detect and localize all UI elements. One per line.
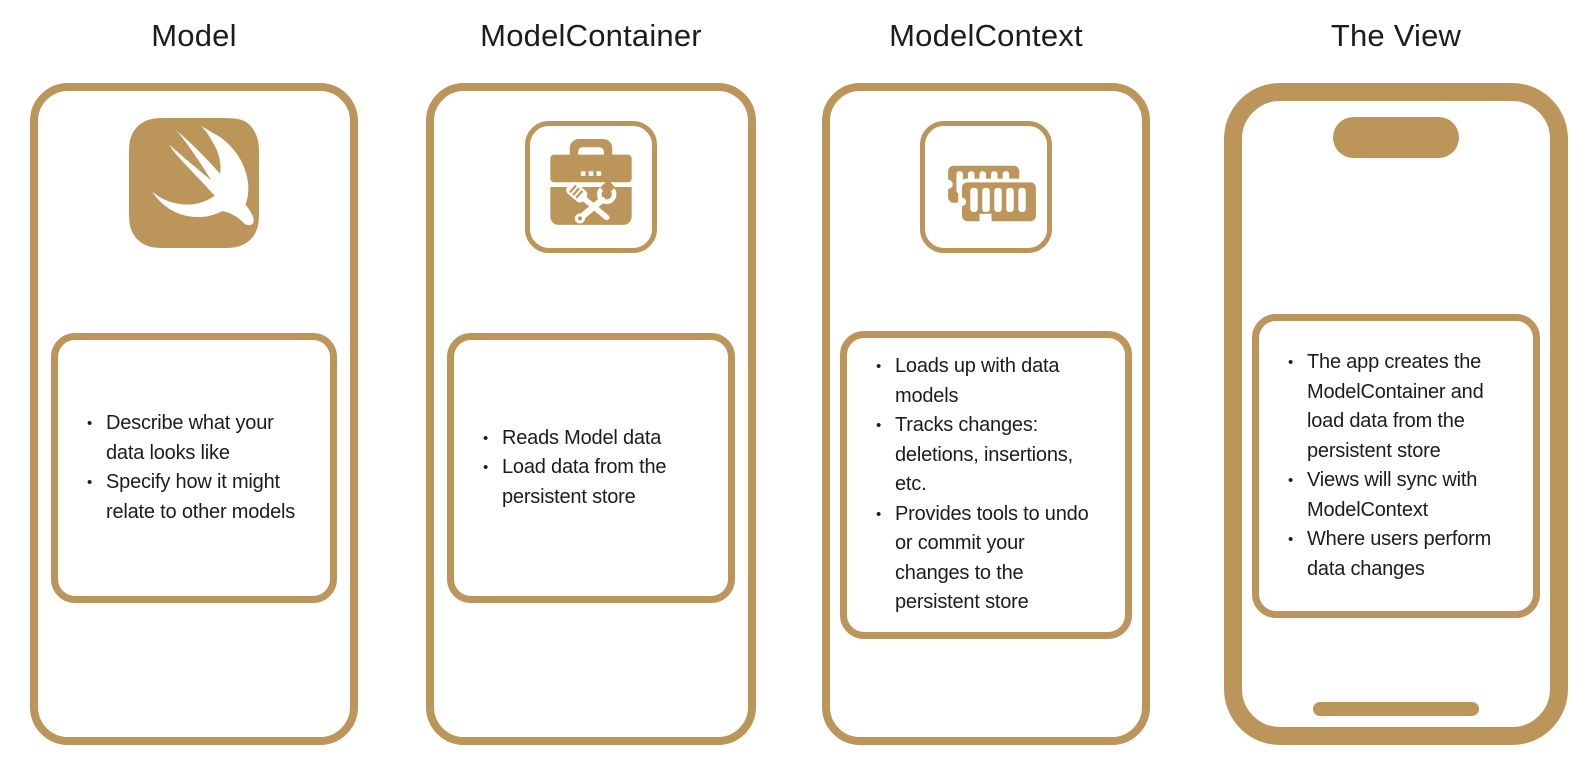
bullet-item: Tracks changes: deletions, insertions, e… xyxy=(873,411,1103,500)
column-title-modelcontainer: ModelContainer xyxy=(480,18,702,53)
bullet-item: Loads up with data models xyxy=(873,352,1103,411)
modelcontainer-card: Reads Model dataLoad data from the persi… xyxy=(426,83,756,745)
bullet-item: Specify how it might relate to other mod… xyxy=(84,468,308,527)
column-title-model: Model xyxy=(151,18,237,53)
view-description-box: The app creates the ModelContainer and l… xyxy=(1252,314,1540,618)
modelcontext-description-box: Loads up with data modelsTracks changes:… xyxy=(840,331,1132,639)
modelcontext-card: Loads up with data modelsTracks changes:… xyxy=(822,83,1150,745)
bullet-item: The app creates the ModelContainer and l… xyxy=(1285,348,1511,466)
column-title-modelcontext: ModelContext xyxy=(889,18,1083,53)
model-description-box: Describe what your data looks likeSpecif… xyxy=(51,333,337,603)
bullet-item: Reads Model data xyxy=(480,424,706,454)
bullet-item: Load data from the persistent store xyxy=(480,453,706,512)
model-card: Describe what your data looks likeSpecif… xyxy=(30,83,358,745)
memory-ram-icon xyxy=(920,121,1052,253)
dynamic-island xyxy=(1333,117,1459,158)
bullet-item: Provides tools to undo or commit your ch… xyxy=(873,500,1103,618)
bullet-item: Views will sync with ModelContext xyxy=(1285,466,1511,525)
modelcontainer-bullet-list: Reads Model dataLoad data from the persi… xyxy=(480,424,706,513)
modelcontext-bullet-list: Loads up with data modelsTracks changes:… xyxy=(873,352,1103,618)
view-bullet-list: The app creates the ModelContainer and l… xyxy=(1285,348,1511,584)
iphone-frame-icon: The app creates the ModelContainer and l… xyxy=(1224,83,1568,745)
model-bullet-list: Describe what your data looks likeSpecif… xyxy=(84,409,308,527)
home-indicator-bar xyxy=(1313,702,1479,716)
swift-logo-icon xyxy=(129,118,259,248)
bullet-item: Describe what your data looks like xyxy=(84,409,308,468)
modelcontainer-description-box: Reads Model dataLoad data from the persi… xyxy=(447,333,735,603)
bullet-item: Where users perform data changes xyxy=(1285,525,1511,584)
column-title-the-view: The View xyxy=(1330,18,1462,53)
toolbox-icon xyxy=(525,121,657,253)
